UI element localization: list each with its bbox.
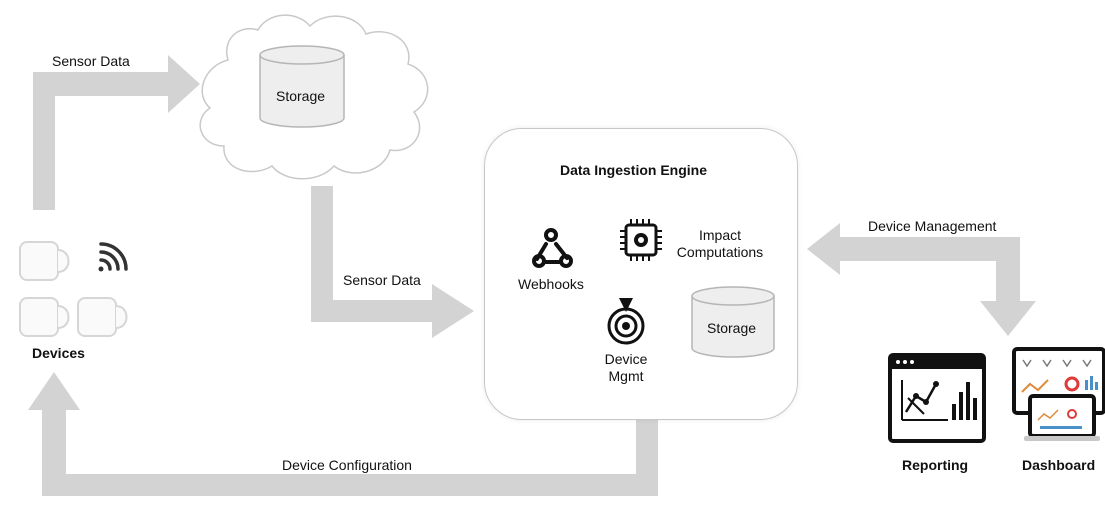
chip-gear-icon — [620, 219, 662, 261]
sensor-data-mid-label: Sensor Data — [343, 272, 421, 288]
devices-label: Devices — [32, 345, 85, 361]
engine-title: Data Ingestion Engine — [560, 162, 708, 178]
device-mgmt-label: Device Mgmt — [596, 351, 656, 385]
impact-line-2: Computations — [676, 244, 764, 260]
arrow-devices-to-cloud — [33, 55, 200, 210]
wifi-signal-icon — [98, 242, 128, 272]
arrow-engine-to-devices — [28, 372, 658, 496]
data-ingestion-engine-box — [484, 128, 798, 420]
reporting-label: Reporting — [902, 457, 969, 473]
arrow-cloud-to-engine — [311, 186, 474, 338]
dashboard-label: Dashboard — [1022, 457, 1096, 473]
impact-computations-label: Impact Computations — [670, 227, 770, 261]
device-target-icon — [607, 298, 645, 345]
device-mgmt-line-2: Mgmt — [608, 368, 644, 384]
cloud-storage-cylinder — [259, 45, 345, 128]
webhooks-label: Webhooks — [518, 276, 584, 292]
webhooks-icon — [532, 228, 573, 268]
device-mgmt-line-1: Device — [604, 351, 648, 367]
cloud-storage-label: Storage — [276, 88, 326, 104]
sensor-data-top-label: Sensor Data — [52, 53, 130, 69]
device-management-label: Device Management — [868, 218, 997, 234]
arrow-device-management — [807, 223, 1036, 336]
device-configuration-label: Device Configuration — [282, 457, 412, 473]
reporting-icon — [888, 353, 986, 443]
impact-line-1: Impact — [698, 227, 741, 243]
device-sensor-icon — [19, 241, 128, 337]
dashboard-icon — [1012, 347, 1105, 441]
engine-storage-label: Storage — [707, 320, 757, 336]
engine-storage-cylinder — [691, 286, 775, 358]
